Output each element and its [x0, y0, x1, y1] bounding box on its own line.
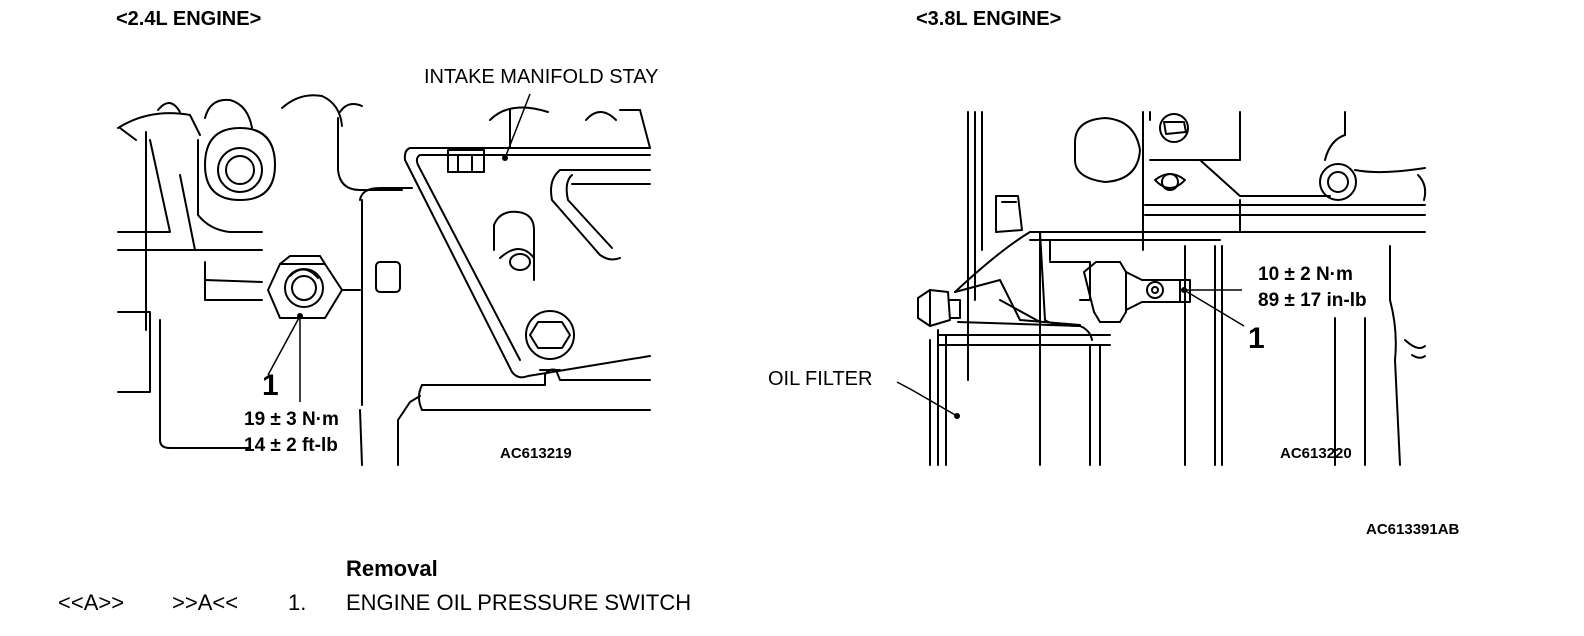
intake-manifold-stay-callout: INTAKE MANIFOLD STAY — [424, 66, 659, 88]
removal-service-mark: >>A<< — [172, 590, 239, 615]
removal-item: <<A>> >>A<< 1. ENGINE OIL PRESSURE SWITC… — [58, 590, 858, 620]
torque-spec-left: 19 ± 3 N·m 14 ± 2 ft-lb — [244, 407, 339, 459]
torque-line-2: 14 ± 2 ft-lb — [244, 435, 338, 456]
torque-line-1: 19 ± 3 N·m — [244, 409, 339, 430]
install-service-mark: <<A>> — [58, 590, 125, 615]
figure-id-left: AC613219 — [500, 445, 572, 462]
item-number: 1. — [288, 590, 307, 615]
engine-label-3-8l: <3.8L ENGINE> — [916, 8, 1062, 30]
removal-title: Removal — [346, 556, 438, 581]
torque-line-1: 10 ± 2 N·m — [1258, 264, 1353, 285]
index-number-left: 1 — [262, 369, 279, 402]
index-number-right: 1 — [1248, 322, 1265, 355]
engine-label-2-4l: <2.4L ENGINE> — [116, 8, 262, 30]
oil-filter-callout: OIL FILTER — [768, 368, 873, 390]
item-name: ENGINE OIL PRESSURE SWITCH — [346, 590, 692, 615]
torque-line-2: 89 ± 17 in-lb — [1258, 290, 1367, 311]
torque-spec-right: 10 ± 2 N·m 89 ± 17 in-lb — [1258, 262, 1367, 314]
figure-id-right: AC613220 — [1280, 445, 1352, 462]
illustration-id: AC613391AB — [1366, 521, 1460, 538]
